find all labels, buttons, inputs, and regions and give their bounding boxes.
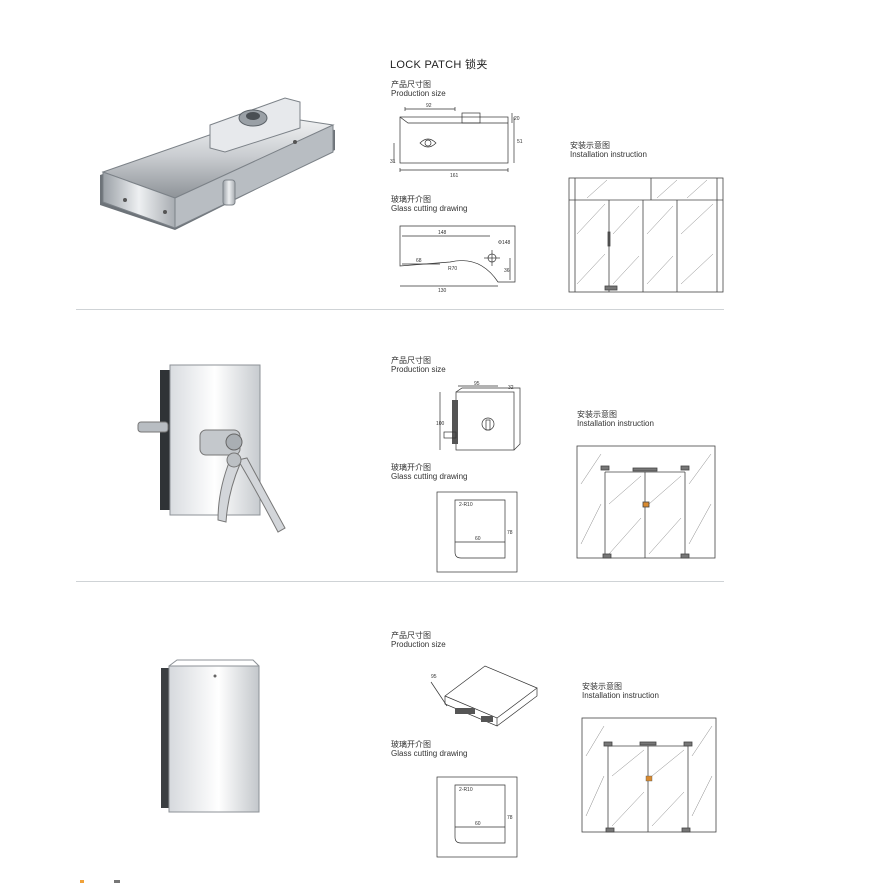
page-title: LOCK PATCH 锁夹: [390, 59, 488, 71]
dim-60: 60: [475, 536, 481, 542]
lock-patch-photo: [95, 80, 345, 250]
dim-161: 161: [450, 173, 459, 178]
lock-with-keys-photo: [130, 360, 295, 550]
production-size-label: Production size: [391, 365, 446, 374]
installation-drawing-1: [567, 174, 725, 296]
production-size-label-cn: 产品尺寸图: [391, 356, 431, 365]
glass-cutting-drawing-3: 2-R10 60 78: [435, 775, 520, 860]
dim-r70: R70: [448, 266, 457, 272]
glass-cutting-label-cn: 玻璃开介图: [391, 740, 431, 749]
glass-cutting-label: Glass cutting drawing: [391, 204, 468, 213]
production-size-drawing-1: 92 161 51 20 31: [390, 103, 530, 178]
installation-label: Installation instruction: [582, 691, 659, 700]
production-size-label-cn: 产品尺寸图: [391, 80, 431, 89]
dim-130: 130: [438, 288, 447, 292]
dim-20: 20: [514, 116, 520, 122]
installation-drawing-2: [575, 444, 717, 562]
production-size-drawing-2: 95 32 100: [430, 380, 525, 455]
dim-36: 36: [504, 268, 510, 274]
installation-label-cn: 安装示意图: [582, 682, 622, 691]
patch-fitting-photo: [155, 658, 265, 818]
installation-label: Installation instruction: [570, 150, 647, 159]
glass-cutting-label-cn: 玻璃开介图: [391, 463, 431, 472]
glass-cutting-drawing-1: 148 Φ148 68 R70 36 130: [390, 220, 525, 292]
production-size-drawing-3: 95: [425, 660, 540, 735]
dim-78: 78: [507, 530, 513, 536]
dim-60: 60: [475, 821, 481, 827]
installation-label: Installation instruction: [577, 419, 654, 428]
dim-148: 148: [438, 230, 447, 236]
dim-2-r10: 2-R10: [459, 502, 473, 508]
glass-cutting-label: Glass cutting drawing: [391, 749, 468, 758]
installation-drawing-3: [580, 716, 718, 834]
production-size-label-cn: 产品尺寸图: [391, 631, 431, 640]
glass-cutting-label-cn: 玻璃开介图: [391, 195, 431, 204]
dim-78: 78: [507, 815, 513, 821]
installation-label-cn: 安装示意图: [577, 410, 617, 419]
section-divider-1: [76, 309, 724, 310]
production-size-label: Production size: [391, 89, 446, 98]
dim-95: 95: [474, 381, 480, 387]
dim-phi148: Φ148: [498, 240, 511, 246]
section-divider-2: [76, 581, 724, 582]
dim-100: 100: [436, 421, 445, 427]
glass-cutting-drawing-2: 2-R10 60 78: [435, 490, 520, 575]
dim-2-r10: 2-R10: [459, 787, 473, 793]
dim-68: 68: [416, 258, 422, 264]
dim-92: 92: [426, 103, 432, 109]
installation-label-cn: 安装示意图: [570, 141, 610, 150]
production-size-label: Production size: [391, 640, 446, 649]
dim-95: 95: [431, 674, 437, 680]
dim-51: 51: [517, 139, 523, 145]
glass-cutting-label: Glass cutting drawing: [391, 472, 468, 481]
dim-31: 31: [390, 159, 396, 165]
bottom-edge-mark: [80, 870, 120, 883]
